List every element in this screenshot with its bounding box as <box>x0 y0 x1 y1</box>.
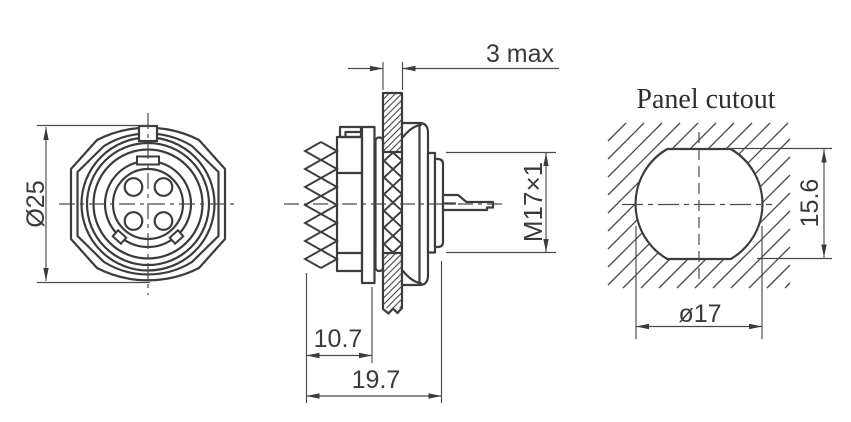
hatch-line <box>382 272 403 293</box>
hatch-line <box>382 99 403 120</box>
hatch-line <box>784 282 791 289</box>
cutout-title: Panel cutout <box>636 84 775 115</box>
insulator-bushing <box>433 157 445 249</box>
polarizing-notch <box>168 228 185 246</box>
dimension-arrowhead <box>749 323 762 330</box>
dimension-arrowhead <box>306 393 320 399</box>
hatch-line <box>607 122 627 142</box>
hatch-line <box>382 132 403 152</box>
hatch-line <box>607 122 681 196</box>
thread-zigzag <box>303 141 323 269</box>
dim-label-front-length: 10.7 <box>314 325 363 353</box>
dimension-arrowhead <box>402 65 416 72</box>
dim-label-thread-spec: M17×1 <box>518 162 548 242</box>
solder-terminal <box>441 193 495 212</box>
dim-label-outer-diameter: Ø25 <box>22 180 50 227</box>
hatch-line <box>748 246 791 289</box>
outer-shell-outline <box>69 126 227 282</box>
dimension-arrowhead <box>43 268 49 281</box>
hatch-line <box>388 138 403 153</box>
dim-label-cutout-height: 15.6 <box>796 179 824 228</box>
dimension-arrowhead <box>428 393 442 399</box>
dimension-arrowhead <box>821 149 827 163</box>
hatch-line <box>607 122 663 178</box>
hatch-line <box>382 119 403 139</box>
polarizing-notch <box>111 228 128 246</box>
dimension-arrows <box>43 65 827 399</box>
hatch-line <box>382 285 403 306</box>
mounting-flange <box>360 125 376 285</box>
dimension-arrowhead <box>543 239 549 252</box>
side-section-view: 3 max M17×1 10.7 19.7 <box>284 40 559 403</box>
hatch-line <box>382 106 403 126</box>
hatch-line <box>766 264 791 289</box>
hatch-line <box>382 112 403 133</box>
dimension-arrowhead <box>306 352 320 359</box>
pin-contact <box>123 177 144 197</box>
pin-contact <box>153 177 174 197</box>
hatch-line <box>382 93 403 113</box>
dim-label-total-length: 19.7 <box>352 366 401 394</box>
hatch-line <box>386 292 403 309</box>
nut-chamfer-arc <box>401 269 423 285</box>
nut-chamfer-arc <box>401 123 423 139</box>
panel-section-hatch <box>382 92 403 309</box>
dimension-arrowhead <box>370 65 383 72</box>
dimension-arrowhead <box>821 244 827 258</box>
hatch-line <box>382 259 403 280</box>
coupling-thread <box>303 141 339 269</box>
hatch-line <box>382 252 397 267</box>
hatch-line <box>382 92 397 107</box>
thread-zigzag <box>319 141 339 269</box>
hatch-line <box>382 253 403 273</box>
pin-contact <box>123 211 144 231</box>
dimension-arrowhead <box>636 323 649 330</box>
hatch-line <box>712 210 791 289</box>
thread-zigzag <box>391 151 404 254</box>
dimension-arrowhead <box>543 153 549 166</box>
inner-shell-outline <box>76 132 220 276</box>
dimension-arrowhead <box>43 127 49 140</box>
dim-label-panel-thickness: 3 max <box>486 40 555 68</box>
key-tab-step <box>344 130 363 139</box>
dimension-arrowhead <box>359 352 372 359</box>
front-view: Ø25 <box>22 113 237 295</box>
hatch-line <box>392 298 403 309</box>
hatch-line <box>382 266 403 286</box>
panel-cutout-view: 15.6 ø17 Panel cutout <box>607 84 832 339</box>
hatch-line <box>607 122 645 160</box>
hatch-line <box>382 279 403 299</box>
dim-label-cutout-diameter: ø17 <box>678 300 721 328</box>
pin-contact <box>153 211 174 231</box>
hatch-line <box>382 125 403 146</box>
mounting-thread <box>382 151 404 254</box>
